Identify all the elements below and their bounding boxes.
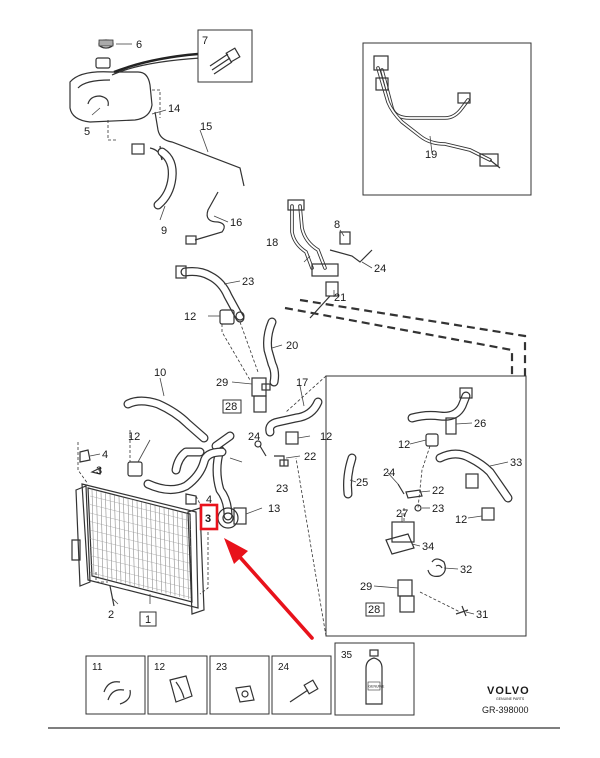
legend-item-35: 35 GENUINE — [334, 642, 415, 716]
label-17: 17 — [296, 377, 308, 389]
pipe-assembly-18 — [287, 199, 373, 319]
radiator — [71, 483, 209, 615]
detail-box-right — [285, 375, 527, 637]
sensor-wire — [131, 111, 245, 187]
label-28b-box — [365, 602, 385, 617]
label-2: 2 — [108, 609, 114, 621]
label-29a: 29 — [216, 377, 228, 389]
label-3-highlighted: 3 — [205, 513, 211, 525]
hose-17 — [265, 397, 323, 437]
legend-item-24: 24 — [271, 655, 332, 715]
wire-16 — [185, 191, 225, 245]
svg-text:24: 24 — [278, 662, 290, 673]
label-23a: 23 — [242, 276, 254, 288]
label-5: 5 — [84, 126, 90, 138]
label-31: 31 — [476, 609, 488, 621]
legend-item-23: 23 — [209, 655, 270, 715]
label-15: 15 — [200, 121, 212, 133]
highlight-arrow — [224, 538, 314, 640]
label-24c: 24 — [383, 467, 395, 479]
label-28a-box — [222, 399, 242, 414]
label-12c: 12 — [128, 431, 140, 443]
label-32: 32 — [460, 564, 472, 576]
label-20: 20 — [286, 340, 298, 352]
detail-box-19 — [362, 42, 532, 196]
label-6: 6 — [136, 39, 142, 51]
brand-block: VOLVO GENUINE PARTS GR-398000 — [482, 685, 530, 715]
label-19: 19 — [425, 149, 437, 161]
hose-10 — [123, 396, 209, 443]
label-28b: 28 — [368, 604, 380, 616]
brand-tagline: GENUINE PARTS — [496, 697, 525, 701]
valve-29 — [251, 377, 271, 413]
legend: 11 12 23 24 35 GENUINE — [85, 642, 415, 716]
detail-box-7 — [197, 29, 253, 83]
svg-text:23: 23 — [216, 662, 228, 673]
label-12d: 12 — [398, 439, 410, 451]
hose-11-13 — [143, 431, 247, 529]
label-16: 16 — [230, 217, 242, 229]
diagram-code: GR-398000 — [482, 705, 529, 715]
bracket-4 — [77, 442, 197, 505]
legend-item-12: 12 — [147, 655, 208, 715]
fitting-24-22 — [254, 431, 299, 467]
label-13: 13 — [268, 503, 280, 515]
label-21: 21 — [334, 292, 346, 304]
label-26: 26 — [474, 418, 486, 430]
label-1-box — [139, 611, 157, 627]
label-22a: 22 — [304, 451, 316, 463]
bottle-label: GENUINE — [368, 685, 385, 689]
hose-23-upper — [175, 265, 245, 323]
label-9: 9 — [161, 225, 167, 237]
label-28a: 28 — [225, 401, 237, 413]
label-33: 33 — [510, 457, 522, 469]
label-18: 18 — [266, 237, 278, 249]
label-23c: 23 — [432, 503, 444, 515]
label-29b: 29 — [360, 581, 372, 593]
label-25: 25 — [356, 477, 368, 489]
legend-item-11: 11 — [85, 655, 146, 715]
highlight-box-3 — [199, 503, 219, 531]
clamp-12-left — [127, 430, 143, 477]
callout-labels: 6 7 5 14 15 9 16 23 12 20 29 10 17 18 8 … — [84, 35, 522, 627]
svg-text:11: 11 — [92, 662, 103, 673]
hose-20 — [263, 317, 280, 387]
label-27: 27 — [396, 508, 408, 520]
label-8: 8 — [334, 219, 340, 231]
label-22b: 22 — [432, 485, 444, 497]
connection-lines — [284, 298, 527, 378]
label-3a: 3 — [96, 465, 102, 477]
leader-lines — [89, 43, 509, 615]
clamp-12-upper — [219, 309, 245, 325]
label-24a: 24 — [374, 263, 386, 275]
label-4b: 4 — [206, 494, 212, 506]
svg-text:12: 12 — [154, 662, 166, 673]
label-12e: 12 — [455, 514, 467, 526]
label-23b: 23 — [276, 483, 288, 495]
label-7: 7 — [202, 35, 208, 47]
label-12a: 12 — [184, 311, 196, 323]
svg-text:35: 35 — [341, 650, 353, 661]
label-4a: 4 — [102, 449, 108, 461]
brand-name: VOLVO — [487, 685, 530, 697]
expansion-tank — [69, 52, 201, 141]
hose-9 — [153, 147, 177, 210]
label-24b: 24 — [248, 431, 260, 443]
label-14: 14 — [168, 103, 180, 115]
label-10: 10 — [154, 367, 166, 379]
label-1: 1 — [145, 614, 151, 626]
label-12b: 12 — [320, 431, 332, 443]
tank-cap-6 — [98, 39, 114, 49]
label-34: 34 — [422, 541, 434, 553]
